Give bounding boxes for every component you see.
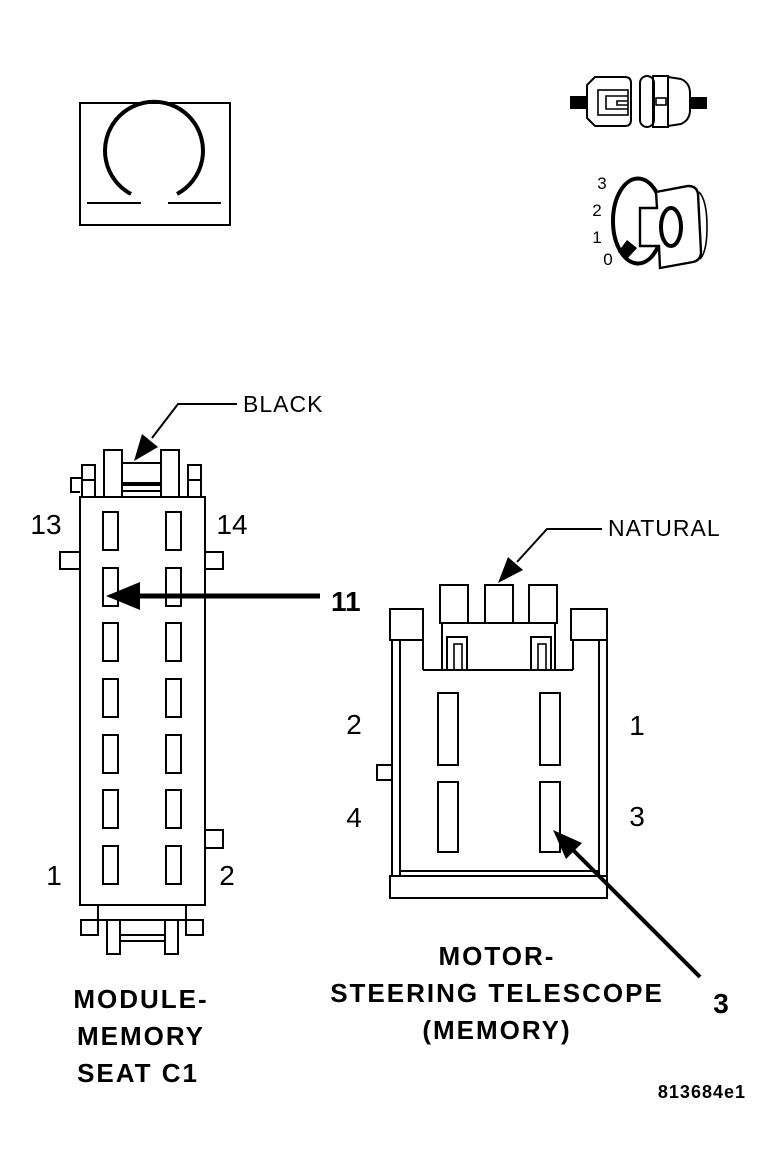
left-connector-body [79, 496, 206, 906]
pin-cavity [102, 678, 119, 718]
bottom-corner-lug [80, 919, 99, 936]
right-connector-diagram: 2 1 4 3 NATURAL 3 MOTOR- STEERING TELESC… [330, 515, 729, 1045]
plug-terminal-detail [605, 95, 628, 110]
corner-tower [570, 608, 608, 641]
omega-icon [103, 99, 205, 196]
plug-half-outline [586, 76, 632, 127]
bottom-latch-bar [119, 934, 166, 942]
bottom-corner-lug [185, 919, 204, 936]
dial-pointer-icon [618, 240, 637, 259]
top-tab [439, 584, 469, 624]
pin-cavity [102, 845, 119, 885]
pin-label-14: 14 [216, 509, 247, 540]
socket-cap [639, 75, 655, 128]
plug-slot [597, 89, 629, 116]
pin-label-13: 13 [30, 509, 61, 540]
base-plate [389, 875, 608, 899]
pin-label-3: 3 [629, 801, 645, 832]
socket-latch-slot [655, 97, 667, 106]
inner-post [446, 636, 468, 671]
top-tab [528, 584, 558, 624]
pin-label-2: 2 [219, 860, 235, 891]
dial-tick-3: 3 [597, 174, 606, 193]
top-latch-post [103, 449, 123, 498]
dial-key-depth-edge [698, 191, 708, 260]
pin-label-1: 1 [629, 710, 645, 741]
pin-cavity [165, 845, 182, 885]
right-connector-title-line1: MOTOR- [439, 941, 556, 971]
top-left-step [70, 477, 82, 493]
side-tab [59, 551, 81, 570]
dial-key-plate [638, 184, 703, 270]
right-wire-stub [690, 97, 707, 109]
corner-tower [389, 608, 424, 641]
inner-post [530, 636, 552, 671]
left-connector-title-line2: MEMORY [77, 1021, 205, 1051]
dial-tick-0: 0 [603, 250, 612, 269]
bottom-latch-post [164, 919, 179, 955]
right-connector-color-label: NATURAL [608, 515, 721, 541]
pin-cavity [165, 511, 182, 551]
left-connector-diagram: 13 14 1 2 BLACK 11 MODULE- MEMORY SEAT C… [30, 391, 360, 1088]
figure-code: 813684e1 [658, 1082, 746, 1102]
pin-11-arrowhead-icon [106, 582, 140, 610]
pin-cavity [437, 692, 459, 766]
top-latch-post [160, 449, 180, 498]
right-connector-title-line3: (MEMORY) [422, 1015, 571, 1045]
top-tab [484, 584, 514, 624]
left-connector-color-label: BLACK [243, 391, 323, 417]
pin-cavity [539, 692, 561, 766]
pin-3-arrowhead-icon [553, 830, 582, 859]
pin-cavity [102, 789, 119, 829]
pin-cavity [165, 789, 182, 829]
pin-cavity [165, 734, 182, 774]
bottom-latch-bridge [97, 904, 187, 921]
black-leader-line [151, 403, 237, 439]
resistance-symbol-icon [79, 99, 231, 226]
left-wire-stub [570, 96, 587, 109]
connector-pair-icon [570, 75, 707, 128]
right-connector-title-line2: STEERING TELESCOPE [330, 978, 664, 1008]
inner-post-slot [537, 643, 547, 671]
resistance-symbol-frame [79, 102, 231, 226]
side-tab [204, 551, 224, 570]
meter-dial-icon: 3 2 1 0 [592, 174, 708, 270]
pin-3-callout-label: 3 [713, 988, 729, 1019]
dial-tick-1: 1 [592, 228, 601, 247]
pin-cavity [102, 511, 119, 551]
dial-tick-2: 2 [592, 201, 601, 220]
left-connector-title-line3: SEAT C1 [77, 1058, 199, 1088]
side-tab [376, 764, 393, 781]
pin-label-2: 2 [346, 709, 362, 740]
top-latch-bridge [121, 462, 162, 484]
pin-3-arrow-shaft [570, 847, 702, 979]
pin-cavity [539, 781, 561, 853]
pin-cavity [102, 734, 119, 774]
pin-cavity [165, 678, 182, 718]
pin-label-1: 1 [46, 860, 62, 891]
pin-cavity [437, 781, 459, 853]
left-connector-title-line1: MODULE- [73, 984, 208, 1014]
bottom-latch-post [106, 919, 121, 955]
pin-cavity [102, 622, 119, 662]
black-arrowhead-icon [134, 434, 158, 461]
pin-label-4: 4 [346, 802, 362, 833]
natural-leader-line [516, 528, 602, 563]
inner-post-slot [453, 643, 463, 671]
socket-shell [667, 75, 691, 128]
pin-cavity [165, 567, 182, 607]
pin-cavity [102, 567, 119, 607]
pin-cavity [165, 622, 182, 662]
pin-11-callout-label: 11 [331, 586, 361, 617]
dial-zero-window [659, 206, 683, 248]
natural-arrowhead-icon [498, 557, 523, 583]
side-tab [204, 829, 224, 849]
